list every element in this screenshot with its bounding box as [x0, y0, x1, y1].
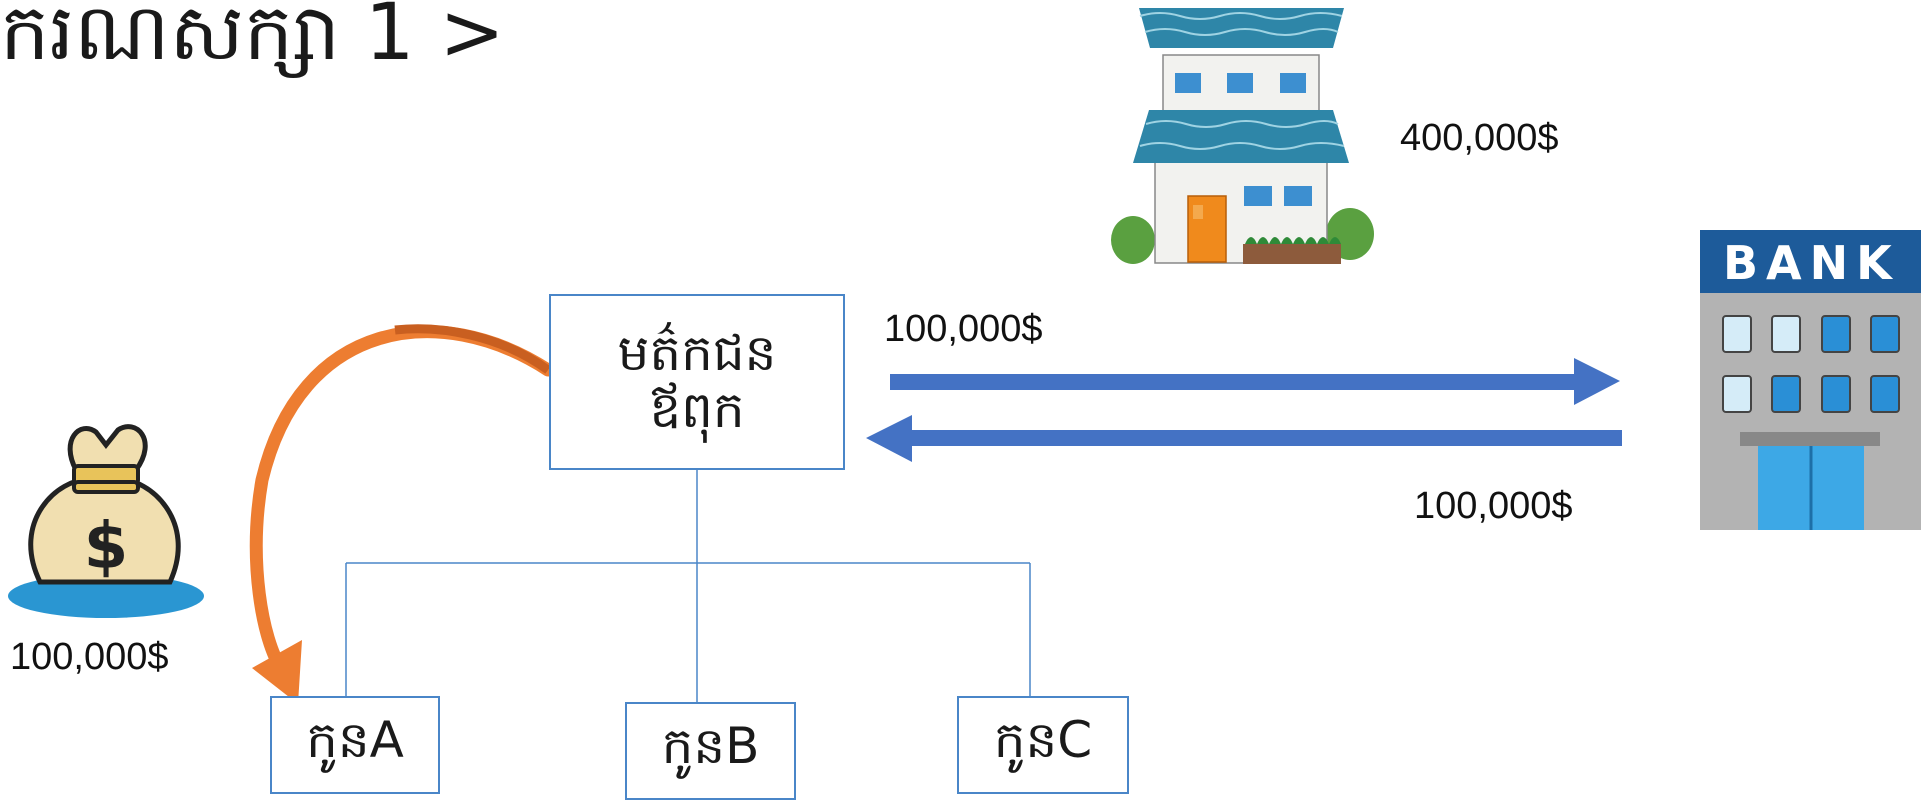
parent-box-line1: មត៌កជន [617, 323, 777, 382]
arrow-to-bank [890, 358, 1620, 405]
arrow-from-bank [866, 415, 1622, 462]
house-value-label: 400,000$ [1400, 117, 1559, 159]
to-bank-amount-label: 100,000$ [884, 308, 1043, 350]
child-box-a: កូនA [270, 696, 440, 794]
parent-box: មត៌កជន ឪពុក [549, 294, 845, 470]
bank-sign-text: BANK [1723, 236, 1900, 290]
from-bank-amount-label: 100,000$ [1414, 485, 1573, 527]
slide-title: ករណីសិក្សា 1 > [0, 0, 505, 78]
child-box-b: កូនB [625, 702, 796, 800]
inheritance-curved-arrow [249, 324, 555, 704]
parent-box-line2: ឪពុក [649, 381, 745, 439]
child-box-c: កូនC [957, 696, 1129, 794]
money-bag-amount-label: 100,000$ [10, 636, 169, 678]
